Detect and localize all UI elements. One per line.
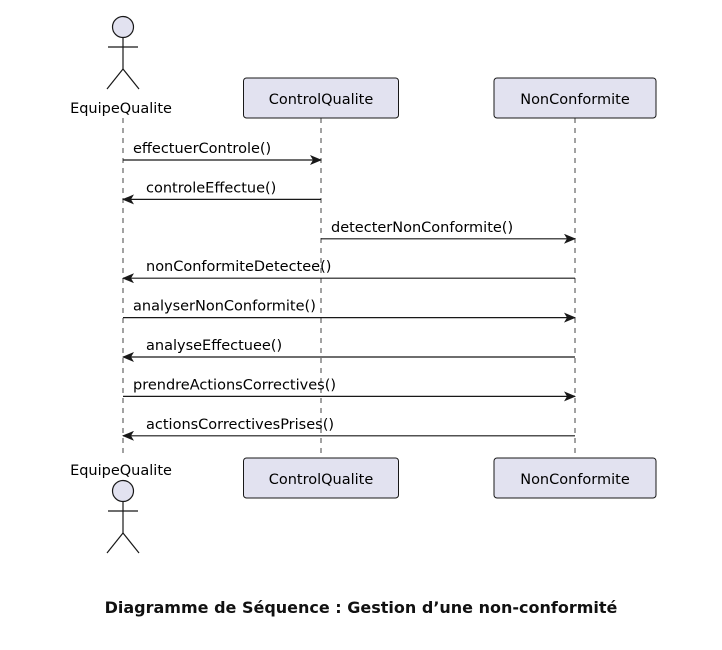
participant-label-nonconformite-top: NonConformite [520, 92, 630, 108]
message-label-4: nonConformiteDetectee() [146, 259, 331, 275]
message-label-6: analyseEffectuee() [146, 338, 282, 354]
message-label-1: effectuerControle() [133, 141, 271, 157]
diagram-caption: Diagramme de Séquence : Gestion d’une no… [104, 598, 618, 617]
message-label-8: actionsCorrectivesPrises() [146, 417, 334, 433]
bottom-actor-head [111, 479, 135, 503]
participant-box-controlqualite-top [243, 77, 399, 119]
message-label-7: prendreActionsCorrectives() [133, 377, 336, 393]
message-label-5: analyserNonConformite() [133, 299, 316, 315]
message-label-2: controleEffectue() [146, 180, 276, 196]
participant-box-nonconformite-bottom [493, 457, 657, 499]
bottom-actor-leg-left [106, 532, 124, 554]
participant-label-controlqualite-top: ControlQualite [269, 92, 374, 108]
top-actor-figure [106, 15, 140, 90]
participant-box-controlqualite-bottom [243, 457, 399, 499]
actor-label-bottom: EquipeQualite [70, 463, 172, 479]
bottom-actor-leg-right [122, 532, 140, 554]
message-label-3: detecterNonConformite() [331, 220, 513, 236]
messages: effectuerControle() controleEffectue() det… [122, 141, 576, 441]
participant-label-controlqualite-bottom: ControlQualite [269, 472, 374, 488]
participant-label-nonconformite-bottom: NonConformite [520, 472, 630, 488]
participant-box-nonconformite-top [493, 77, 657, 119]
bottom-actor-figure [106, 479, 140, 554]
top-actor-leg-right [122, 68, 140, 90]
lifelines [122, 118, 576, 458]
actor-label-top: EquipeQualite [70, 101, 172, 117]
top-actor-head [111, 15, 135, 39]
top-actor-leg-left [106, 68, 124, 90]
sequence-diagram: EquipeQualiteEquipeQualiteControlQualite… [70, 15, 657, 554]
